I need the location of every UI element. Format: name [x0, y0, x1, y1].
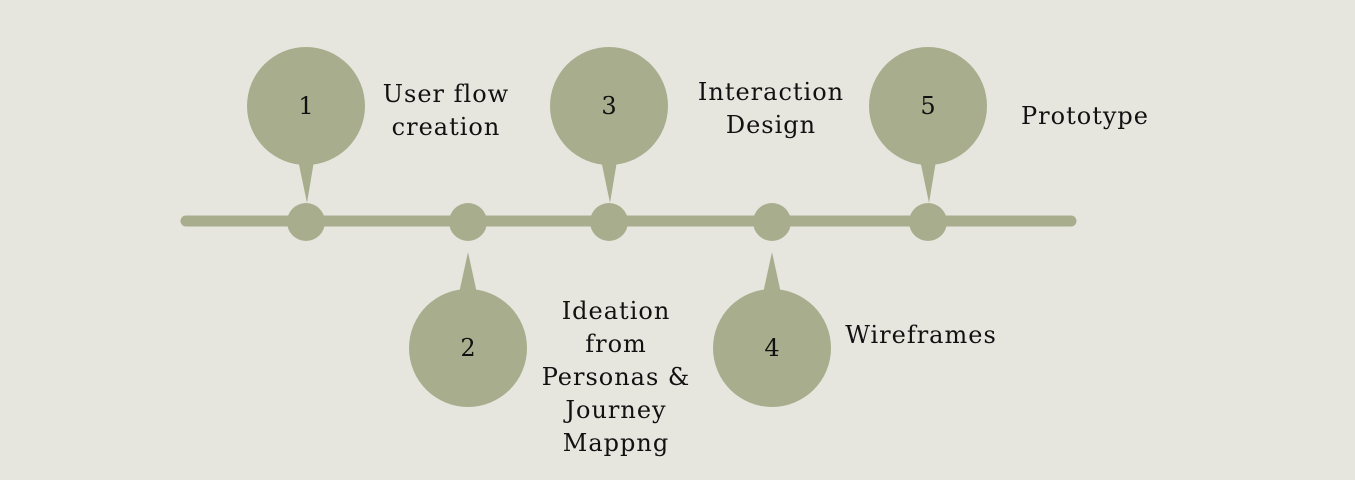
step-4-marker: 4 — [713, 203, 831, 407]
timeline-dot-2 — [449, 203, 487, 241]
timeline-dot-5 — [909, 203, 947, 241]
step-4-label: Wireframes — [845, 321, 997, 349]
step-5-bubble — [869, 47, 987, 165]
timeline-dot-1 — [287, 203, 325, 241]
step-5-number: 5 — [920, 92, 935, 120]
step-1-bubble — [247, 47, 365, 165]
callout-pointer-1 — [297, 155, 315, 203]
step-3-number: 3 — [601, 92, 616, 120]
callout-pointer-3 — [600, 155, 618, 203]
step-3-bubble — [550, 47, 668, 165]
step-2-bubble — [409, 289, 527, 407]
step-4-bubble — [713, 289, 831, 407]
step-4-number: 4 — [764, 334, 779, 362]
callout-pointer-5 — [919, 155, 937, 203]
step-1-marker: 1 — [247, 47, 365, 241]
step-2-number: 2 — [460, 334, 475, 362]
step-5-label: Prototype — [1021, 102, 1149, 130]
step-2-label: Ideation from Personas & Journey Mappng — [541, 297, 691, 457]
callout-pointer-4 — [762, 252, 782, 298]
timeline-dot-4 — [753, 203, 791, 241]
step-1-label: User flow creation — [382, 80, 510, 141]
step-3-marker: 3 — [550, 47, 668, 241]
step-5-marker: 5 — [869, 47, 987, 241]
step-2-marker: 2 — [409, 203, 527, 407]
timeline-dot-3 — [590, 203, 628, 241]
step-1-number: 1 — [298, 92, 313, 120]
step-3-label: Interaction Design — [697, 78, 845, 139]
callout-pointer-2 — [458, 252, 478, 298]
